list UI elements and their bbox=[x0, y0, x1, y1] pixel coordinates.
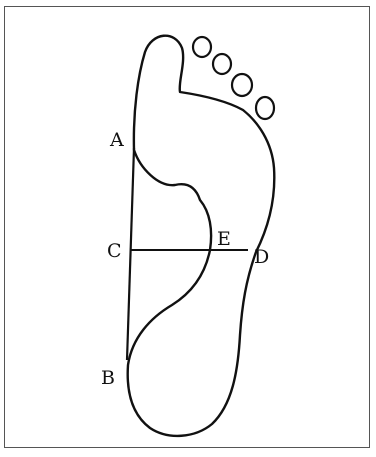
label-e: E bbox=[217, 228, 231, 250]
toe-4 bbox=[232, 74, 252, 96]
toe-2 bbox=[193, 37, 211, 57]
label-d: D bbox=[254, 246, 269, 268]
label-c: C bbox=[107, 240, 122, 262]
toe-3 bbox=[213, 54, 231, 74]
line-a-b bbox=[127, 148, 134, 360]
toe-5 bbox=[256, 97, 274, 119]
label-b: B bbox=[101, 367, 115, 389]
label-a: A bbox=[109, 129, 124, 151]
footprint-outline bbox=[128, 36, 275, 436]
